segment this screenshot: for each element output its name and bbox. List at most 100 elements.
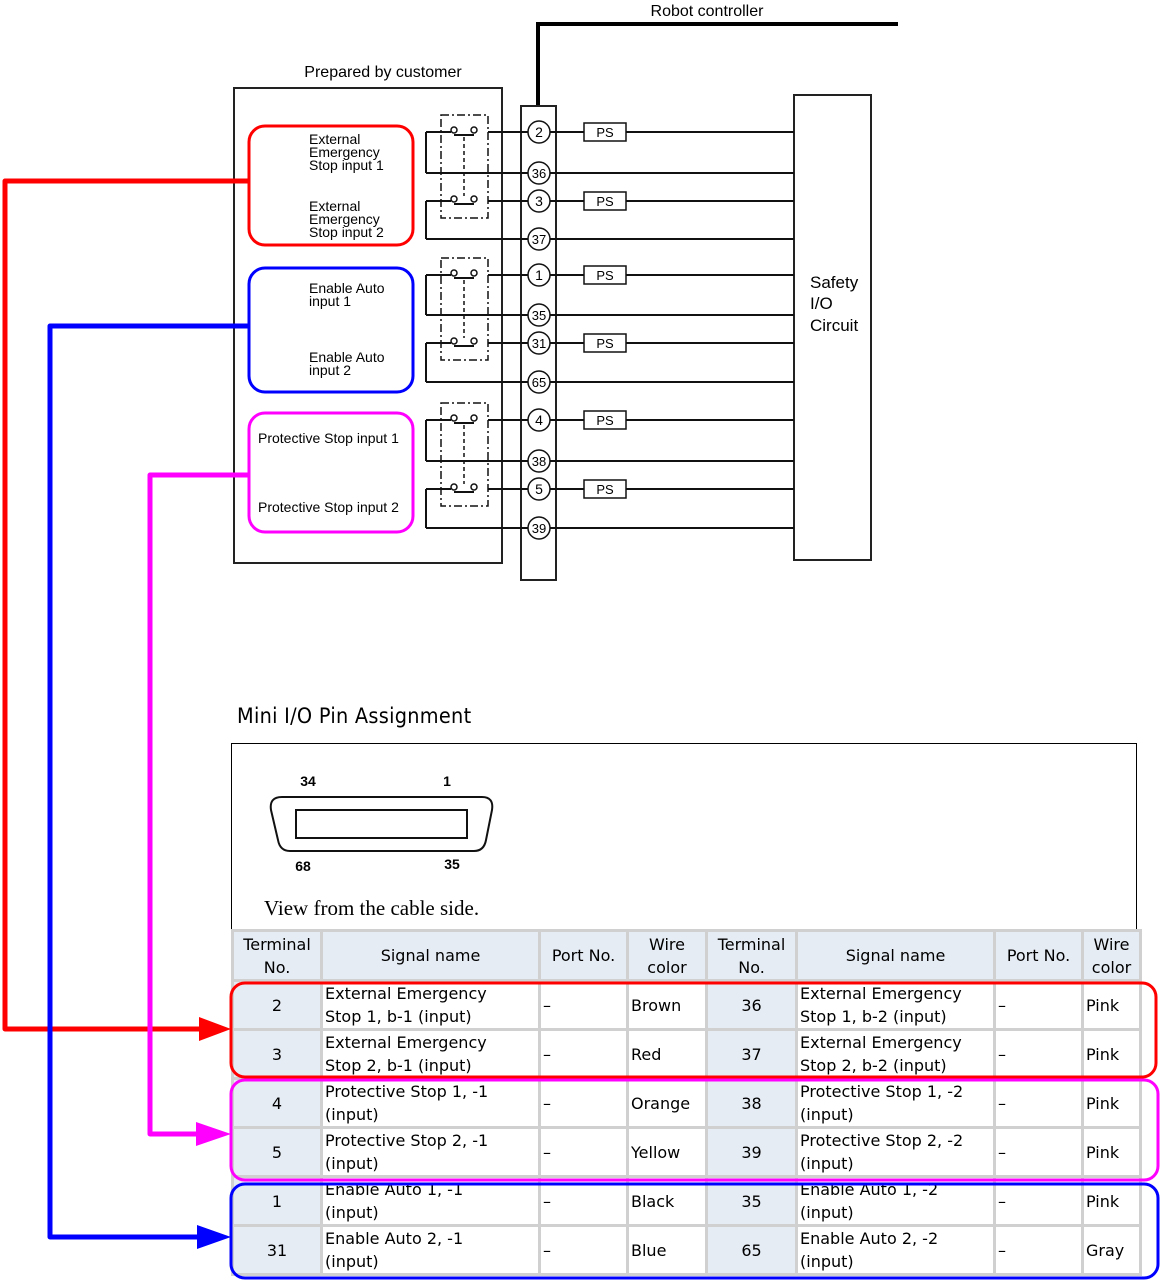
ps-label: PS [596, 194, 614, 209]
signal-line: Stop 1, b-2 (input) [800, 1007, 947, 1026]
wire-color-cell: Yellow [626, 1126, 708, 1178]
signal-line: External Emergency [800, 984, 962, 1003]
terminal-no-cell: 3 [231, 1028, 323, 1080]
ps-label: PS [596, 336, 614, 351]
terminal-no-2-cell: 38 [705, 1077, 798, 1129]
protective-stop-arrowhead [196, 1122, 231, 1146]
terminal-1 [527, 263, 551, 287]
signal-line: (input) [800, 1105, 854, 1124]
protective-stop-connector-arrow [147, 472, 249, 1137]
signal-line: External Emergency [800, 1033, 962, 1052]
terminal-no-cell: 1 [231, 1175, 323, 1227]
signal-line: Protective Stop 1, -2 [800, 1082, 964, 1101]
safety-io-circuit-label: Safety I/O Circuit [810, 273, 863, 335]
wire-color-2-cell: Gray [1081, 1224, 1142, 1276]
emergency-stop-input-1-label: External Emergency Stop input 1 [309, 131, 384, 173]
connector-slot [295, 809, 468, 839]
switch-enclosure [440, 402, 489, 507]
terminal-39 [527, 516, 551, 540]
terminal-3 [527, 189, 551, 213]
port-no-2-cell: – [993, 1077, 1084, 1129]
wire-color-2-cell: Pink [1081, 1126, 1142, 1178]
signal-line: Protective Stop 2, -1 [325, 1131, 489, 1150]
signal-line: Stop 2, b-1 (input) [325, 1056, 472, 1075]
terminal-label: 1 [535, 267, 543, 283]
contact-point [470, 269, 478, 277]
contact-point [450, 483, 458, 491]
port-no-cell: – [538, 979, 629, 1031]
signal-line: Enable Auto 2, -2 [800, 1229, 939, 1248]
signal-line: Enable Auto 1, -2 [800, 1180, 939, 1199]
emergency-stop-arrowhead [199, 1017, 231, 1041]
emergency-stop-group-box [247, 124, 415, 247]
robot-controller-label: Robot controller [651, 3, 765, 20]
customer-box-label: Prepared by customer [304, 64, 462, 81]
controller-cable [536, 22, 898, 106]
contact-point [450, 126, 458, 134]
signal-line: (input) [325, 1252, 379, 1271]
ps-label: PS [596, 413, 614, 428]
terminal-4 [527, 408, 551, 432]
port-no-cell: – [538, 1028, 629, 1080]
terminal-65 [527, 370, 551, 394]
port-no-cell: – [538, 1175, 629, 1227]
terminal-no-cell: 2 [231, 979, 323, 1031]
switch-enclosure [440, 114, 489, 219]
port-no-cell: – [538, 1224, 629, 1276]
ps-label: PS [596, 482, 614, 497]
contact-point [470, 195, 478, 203]
wire-color-cell: Blue [626, 1224, 708, 1276]
emergency-stop-connector-arrow [2, 178, 249, 1032]
connector-drawing: 34 1 68 35 [269, 773, 494, 874]
terminal-label: 38 [532, 454, 546, 469]
signal-name-cell: Protective Stop 1, -1(input) [320, 1077, 541, 1129]
safety-io-circuit-box [793, 94, 872, 561]
pin-34-label: 34 [300, 773, 316, 789]
terminal-label: 39 [532, 521, 546, 536]
terminal-label: 37 [532, 232, 546, 247]
signal-line: External Emergency [325, 1033, 487, 1052]
ps-label: PS [596, 125, 614, 140]
wire-color-cell: Red [626, 1028, 708, 1080]
terminal-label: 65 [532, 375, 546, 390]
pin-1-label: 1 [443, 773, 451, 789]
connector-shell [269, 796, 494, 852]
terminal-no-2-cell: 36 [705, 979, 798, 1031]
port-no-2-cell: – [993, 979, 1084, 1031]
enable-auto-group-box [247, 266, 415, 394]
terminal-label: 3 [535, 193, 543, 209]
port-no-2-cell: – [993, 1126, 1084, 1178]
signal-name-cell: Enable Auto 1, -1(input) [320, 1175, 541, 1227]
enable-auto-connector-arrow [47, 323, 249, 1240]
terminal-31 [527, 331, 551, 355]
header-signal-name-2: Signal name [795, 929, 996, 982]
signal-line: (input) [800, 1252, 854, 1271]
ps-label: PS [596, 268, 614, 283]
wire-color-2-cell: Pink [1081, 979, 1142, 1031]
contact-point [450, 269, 458, 277]
protective-stop-input-2-label: Protective Stop input 2 [258, 499, 399, 515]
terminal-no-2-cell: 39 [705, 1126, 798, 1178]
terminal-no-cell: 31 [231, 1224, 323, 1276]
wire-color-2-cell: Pink [1081, 1077, 1142, 1129]
signal-line: (input) [800, 1203, 854, 1222]
contact-point [470, 414, 478, 422]
emergency-stop-input-2-label: External Emergency Stop input 2 [309, 198, 384, 240]
signal-line: (input) [325, 1105, 379, 1124]
contact-point [470, 483, 478, 491]
signal-line: External Emergency [325, 984, 487, 1003]
terminal-no-2-cell: 37 [705, 1028, 798, 1080]
terminal-label: 35 [532, 308, 546, 323]
terminal-no-cell: 5 [231, 1126, 323, 1178]
